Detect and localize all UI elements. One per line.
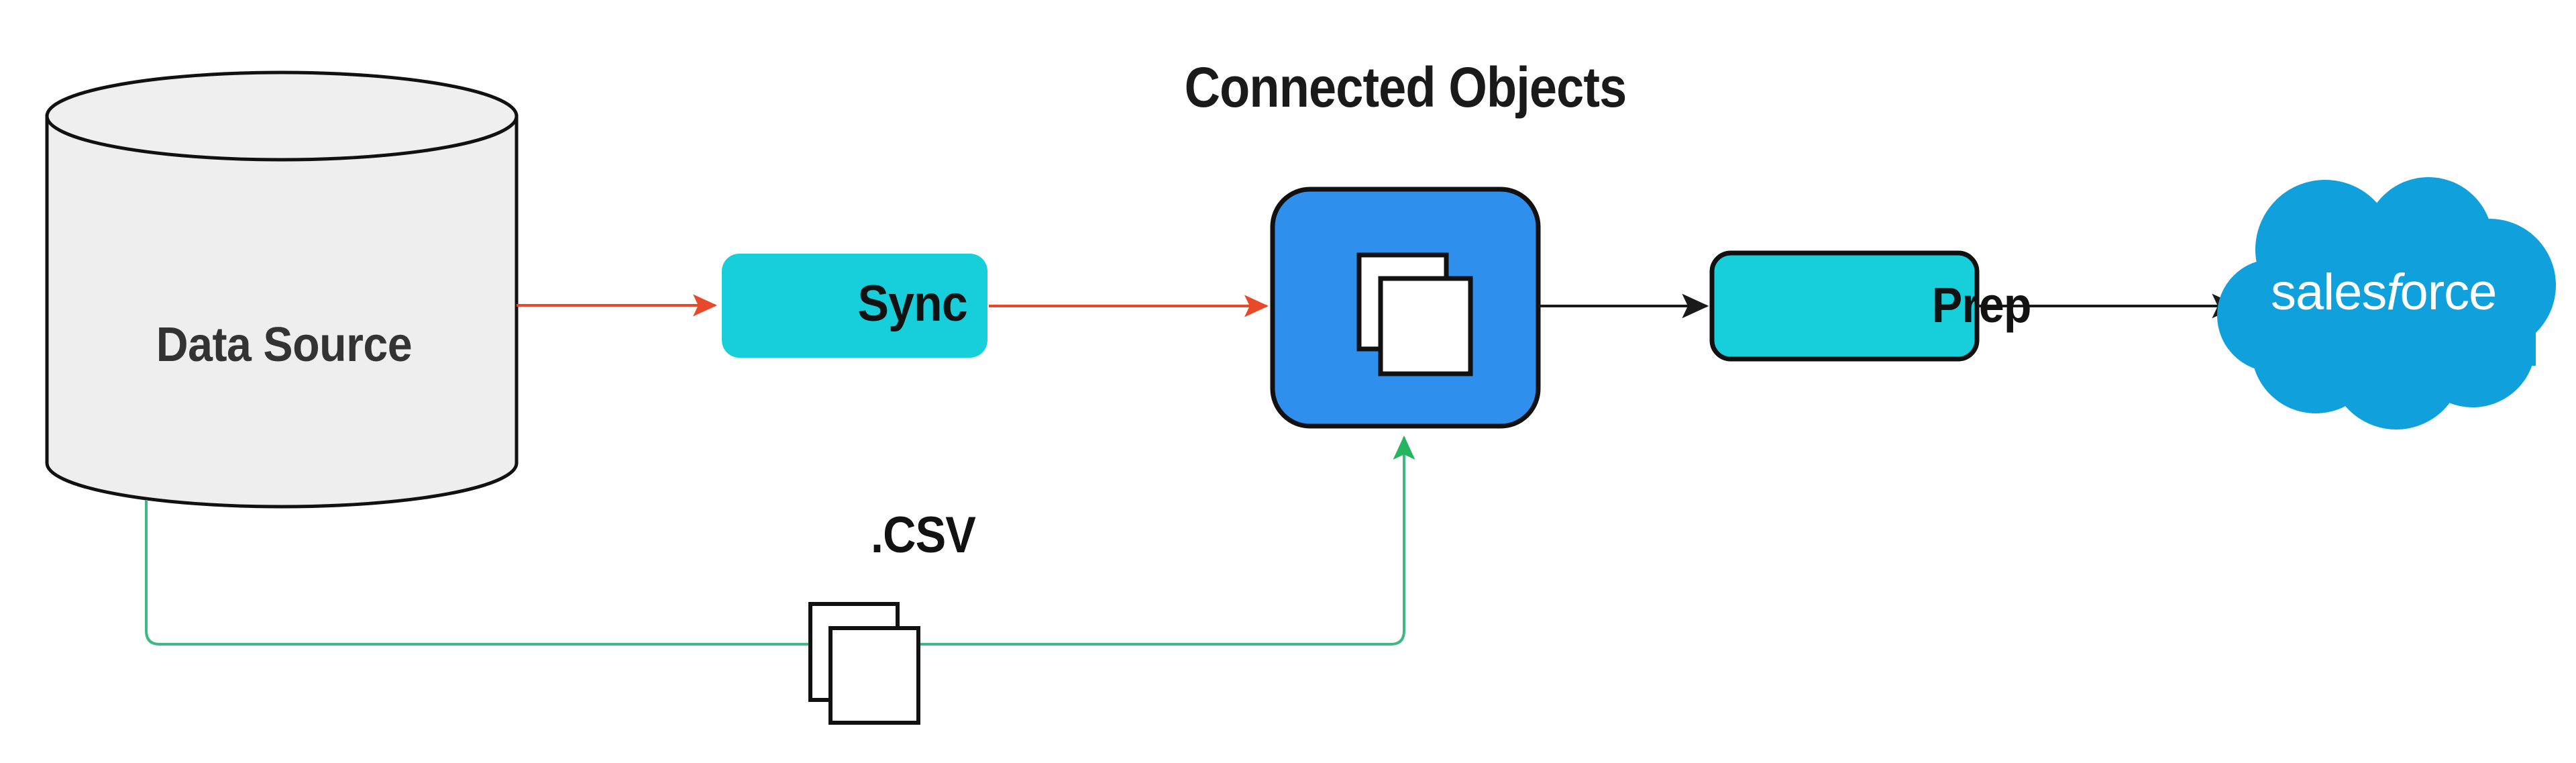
node-connected-objects[interactable] [1270, 187, 1541, 429]
node-prep[interactable] [1709, 250, 1980, 362]
cylinder-top-ellipse [45, 70, 519, 162]
prep-box-shape [1709, 250, 1980, 362]
node-data-source[interactable] [45, 70, 519, 509]
sync-box-shape [722, 254, 987, 358]
csv-documents-front-sheet [828, 626, 920, 725]
node-salesforce[interactable] [2217, 177, 2556, 429]
node-sync[interactable] [722, 254, 987, 358]
node-label-csv: .CSV [870, 507, 976, 564]
csv-documents-icon[interactable] [808, 602, 920, 725]
salesforce-wordmark-part-1: sales [2271, 264, 2387, 321]
documents-stack-icon-front-sheet [1378, 276, 1473, 376]
node-label-prep: Prep [1931, 277, 2032, 333]
salesforce-wordmark: salesforce [2271, 267, 2539, 318]
node-label-sync: Sync [857, 275, 967, 332]
edge-csv-path [145, 436, 1415, 646]
page-title: Connected Objects [1184, 56, 1627, 119]
salesforce-wordmark-part-3: orce [2400, 264, 2498, 321]
salesforce-wordmark-part-2: f [2386, 264, 2400, 321]
salesforce-cloud-icon [2217, 177, 2556, 429]
cylinder-body [45, 114, 519, 509]
node-label-data-source: Data Source [156, 318, 413, 372]
